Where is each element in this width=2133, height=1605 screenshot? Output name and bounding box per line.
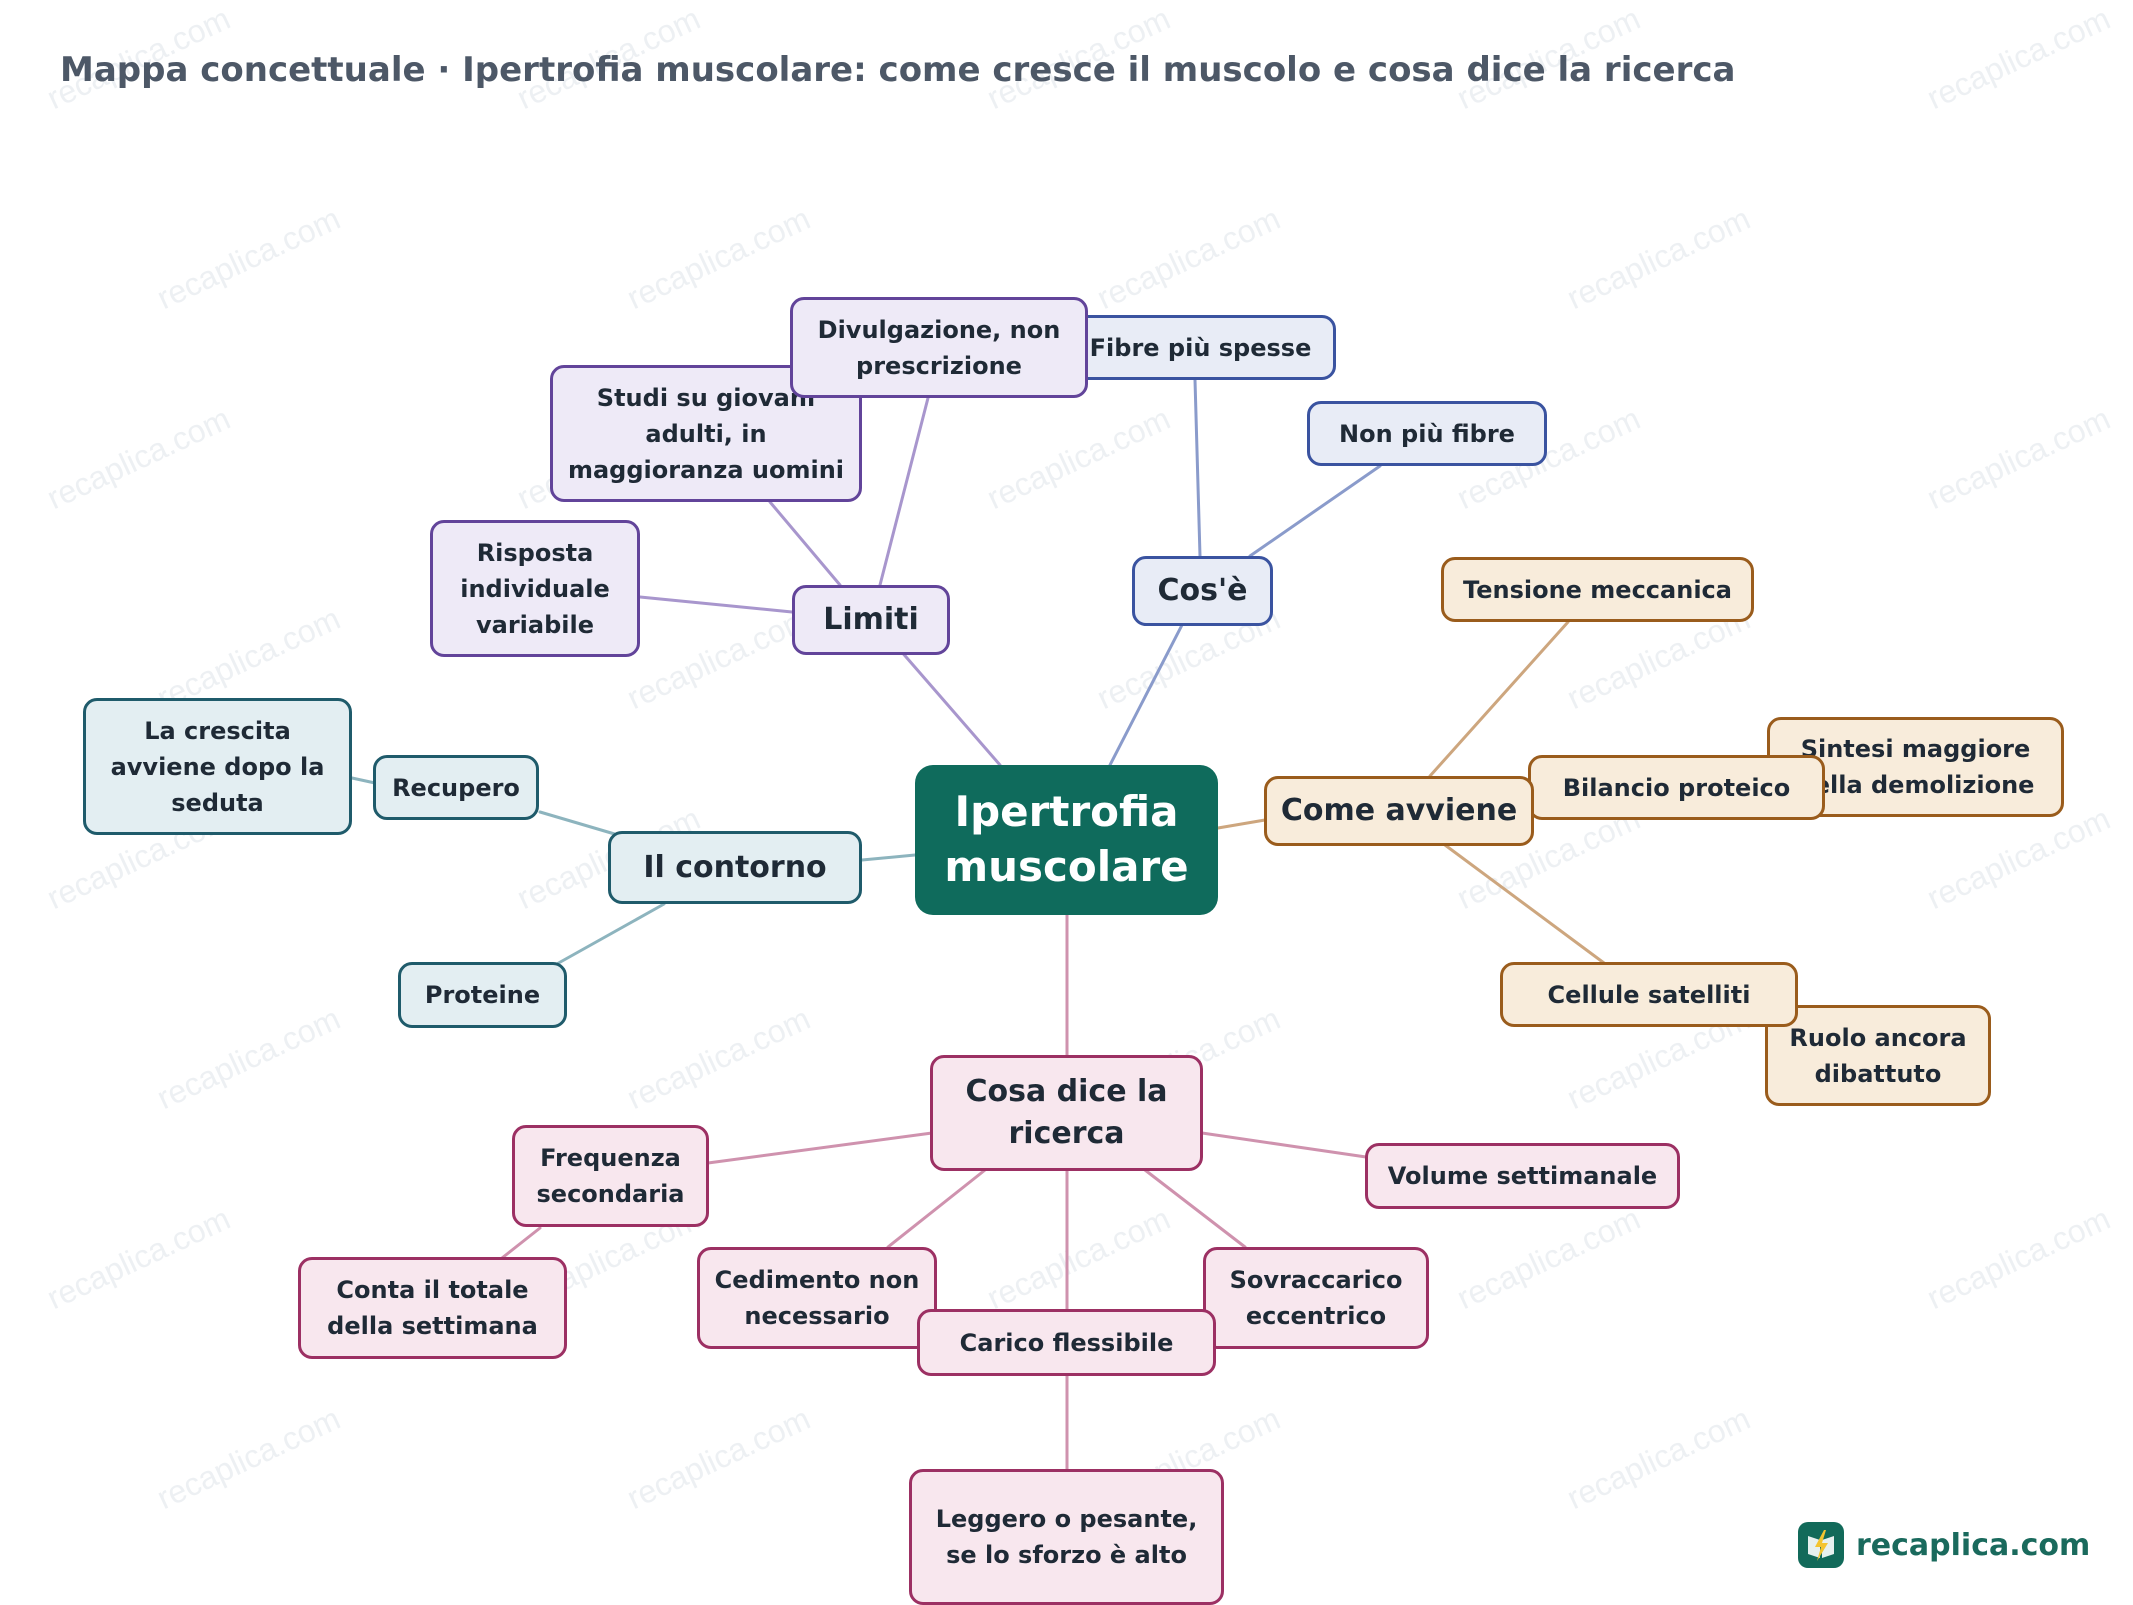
leggero-node[interactable]: Leggero o pesante, se lo sforzo è alto xyxy=(909,1469,1224,1605)
edge-come-tensione xyxy=(1428,620,1570,778)
frequenza-label: Frequenza secondaria xyxy=(536,1144,685,1208)
brand-logo[interactable]: recaplica.com xyxy=(1798,1522,2090,1568)
volume-label: Volume settimanale xyxy=(1387,1162,1658,1190)
crescita-node[interactable]: La crescita avviene dopo la seduta xyxy=(83,698,352,835)
come-avviene-label: Come avviene xyxy=(1280,793,1518,828)
conta-node[interactable]: Conta il totale della settimana xyxy=(298,1257,567,1359)
edge-come-cellule xyxy=(1443,843,1606,965)
edge-ricerca-frequenza xyxy=(706,1131,934,1165)
ruolo-label: Ruolo ancora dibattuto xyxy=(1789,1023,1967,1088)
edge-cose-fibre-spesse xyxy=(1193,378,1202,558)
leggero-label: Leggero o pesante, se lo sforzo è alto xyxy=(935,1505,1198,1569)
cose-label: Cos'è xyxy=(1157,573,1248,608)
conta-label: Conta il totale della settimana xyxy=(327,1276,538,1340)
bilancio-label: Bilancio proteico xyxy=(1562,773,1791,802)
crescita-label: La crescita avviene dopo la seduta xyxy=(110,716,325,817)
edge-root-come-avviene xyxy=(1216,818,1267,830)
edge-limiti-risposta xyxy=(638,595,794,614)
non-piu-fibre-node[interactable]: Non più fibre xyxy=(1307,401,1547,466)
tensione-label: Tensione meccanica xyxy=(1463,575,1732,604)
ricerca-label: Cosa dice la ricerca xyxy=(965,1074,1168,1151)
proteine-node[interactable]: Proteine xyxy=(398,962,567,1028)
cedimento-label: Cedimento non necessario xyxy=(714,1266,920,1330)
studi-label: Studi su giovani adulti, in maggioranza … xyxy=(567,383,845,484)
fibre-spesse-label: Fibre più spesse xyxy=(1089,333,1312,362)
carico-node[interactable]: Carico flessibile xyxy=(917,1309,1216,1376)
edge-frequenza-conta xyxy=(500,1226,542,1260)
contorno-label: Il contorno xyxy=(643,849,827,885)
edge-contorno-recupero xyxy=(538,810,620,837)
fibre-spesse-node[interactable]: Fibre più spesse xyxy=(1065,315,1336,380)
edge-ricerca-cedimento xyxy=(886,1168,987,1249)
bilancio-node[interactable]: Bilancio proteico xyxy=(1528,755,1825,820)
edge-contorno-proteine xyxy=(553,902,666,967)
recupero-label: Recupero xyxy=(392,773,520,802)
edge-limiti-divulgazione xyxy=(878,396,930,587)
non-piu-fibre-label: Non più fibre xyxy=(1339,419,1515,448)
sovraccarico-label: Sovraccarico eccentrico xyxy=(1229,1266,1403,1330)
contorno-node[interactable]: Il contorno xyxy=(608,831,862,904)
edge-limiti-studi xyxy=(768,500,842,587)
sintesi-label: Sintesi maggiore della demolizione xyxy=(1796,735,2035,799)
lightning-book-icon xyxy=(1798,1522,1844,1568)
volume-node[interactable]: Volume settimanale xyxy=(1365,1143,1680,1209)
edge-recupero-crescita xyxy=(350,776,377,785)
risposta-node[interactable]: Risposta individuale variabile xyxy=(430,520,640,657)
ricerca-node[interactable]: Cosa dice la ricerca xyxy=(930,1055,1203,1171)
risposta-label: Risposta individuale variabile xyxy=(460,538,610,639)
edge-ricerca-volume xyxy=(1200,1131,1368,1159)
cose-node[interactable]: Cos'è xyxy=(1132,556,1273,626)
root-node[interactable]: Ipertrofia muscolare xyxy=(915,765,1218,915)
carico-label: Carico flessibile xyxy=(959,1328,1174,1357)
recupero-node[interactable]: Recupero xyxy=(373,755,539,820)
limiti-node[interactable]: Limiti xyxy=(792,585,950,655)
sovraccarico-node[interactable]: Sovraccarico eccentrico xyxy=(1203,1247,1429,1349)
edge-root-limiti xyxy=(898,648,1002,767)
divulgazione-node[interactable]: Divulgazione, non prescrizione xyxy=(790,297,1088,398)
divulgazione-label: Divulgazione, non prescrizione xyxy=(817,315,1061,380)
cellule-label: Cellule satelliti xyxy=(1547,980,1751,1009)
limiti-label: Limiti xyxy=(823,602,919,637)
ruolo-node[interactable]: Ruolo ancora dibattuto xyxy=(1765,1005,1991,1106)
tensione-node[interactable]: Tensione meccanica xyxy=(1441,557,1754,622)
edge-ricerca-sovraccarico xyxy=(1143,1168,1247,1249)
cedimento-node[interactable]: Cedimento non necessario xyxy=(697,1247,937,1349)
cellule-node[interactable]: Cellule satelliti xyxy=(1500,962,1798,1027)
brand-name: recaplica.com xyxy=(1856,1527,2091,1563)
root-label: Ipertrofia muscolare xyxy=(944,787,1189,891)
edge-cose-non-piu-fibre xyxy=(1248,464,1382,558)
come-avviene-node[interactable]: Come avviene xyxy=(1264,776,1534,846)
edge-root-contorno xyxy=(860,853,917,862)
proteine-label: Proteine xyxy=(424,981,541,1009)
frequenza-node[interactable]: Frequenza secondaria xyxy=(512,1125,709,1227)
page-title: Mappa concettuale · Ipertrofia muscolare… xyxy=(60,50,1736,90)
edge-root-cose xyxy=(1108,623,1184,767)
